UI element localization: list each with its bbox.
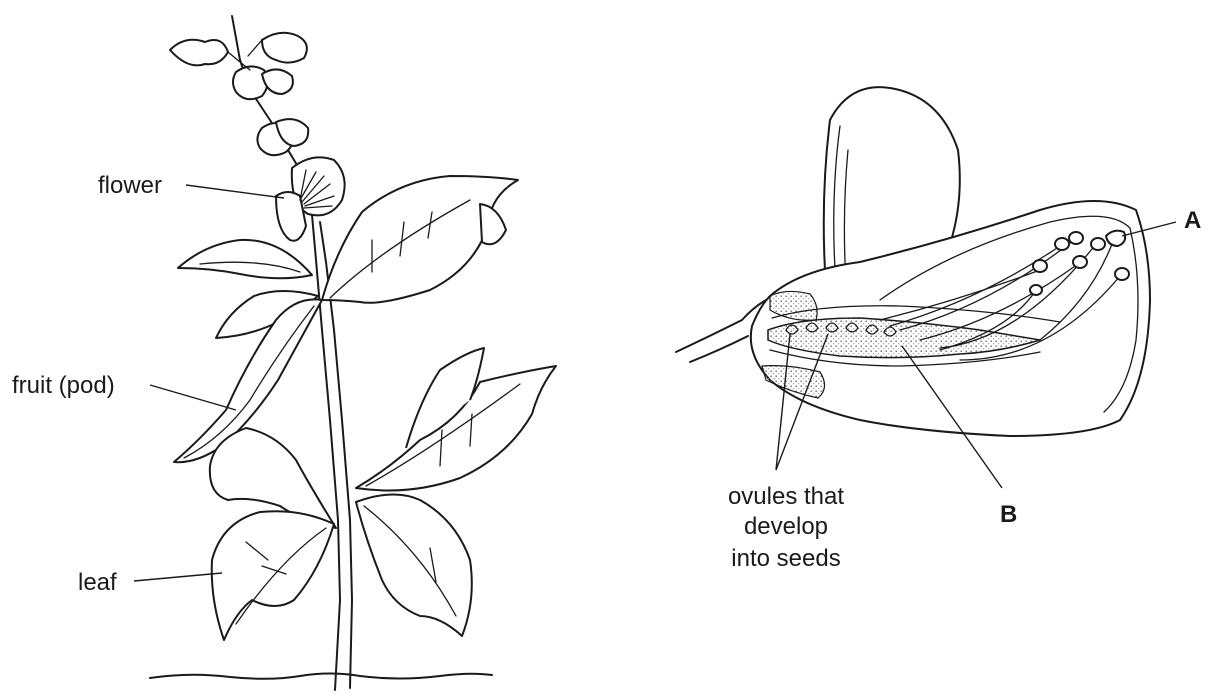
flower-label: flower bbox=[98, 172, 162, 199]
leaf-leader-line bbox=[134, 573, 222, 581]
ovules-label-line3: into seeds bbox=[731, 545, 840, 572]
fruit-label: fruit (pod) bbox=[12, 372, 115, 399]
leaf-upper-left bbox=[178, 240, 312, 278]
flower-leader-line bbox=[186, 185, 284, 198]
ovules-label-line2: develop bbox=[744, 513, 828, 540]
leaf-lowest-right bbox=[356, 494, 472, 636]
flower-section-drawing bbox=[676, 87, 1150, 436]
stigma bbox=[1106, 231, 1125, 246]
a-label: A bbox=[1184, 207, 1201, 234]
fruit-leader-line bbox=[150, 385, 236, 410]
b-label: B bbox=[1000, 501, 1017, 528]
open-flower bbox=[276, 157, 345, 240]
plant-drawing bbox=[150, 16, 556, 690]
ovules-label-line1: ovules that bbox=[728, 483, 844, 510]
ground-line bbox=[150, 674, 492, 679]
leaf-label: leaf bbox=[78, 569, 117, 596]
